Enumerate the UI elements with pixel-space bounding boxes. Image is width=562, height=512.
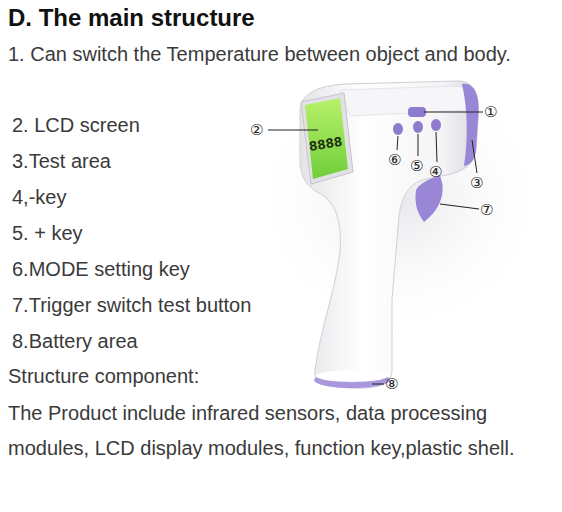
leader-line [436,132,437,162]
list-item: 6.MODE setting key [12,252,312,287]
thermometer-body [300,81,478,388]
callout-number: ⑤ [410,156,432,176]
switch-key [408,107,426,117]
list-item: 1. Can switch the Temperature between ob… [8,37,513,72]
leader-line [424,112,483,113]
callout-number: ⑥ [388,150,410,170]
lcd-digits: 8888 [308,132,350,156]
list-item: 2. LCD screen [12,108,252,143]
callout-number: ⑦ [480,200,502,220]
list-item: 8.Battery area [12,324,312,359]
list-item: 3.Test area [12,144,252,179]
lcd-bezel [301,93,353,184]
trigger [415,176,442,222]
test-area-ring [462,84,479,166]
battery-cover-top [316,370,388,382]
body-text: The Product include infrared sensors, da… [8,396,556,465]
leader-line [268,130,318,131]
minus-key [431,119,441,131]
section-label: Structure component: [8,359,308,394]
plus-key [413,121,423,133]
heading: D. The main structure [8,2,548,34]
list-item: 4,-key [12,180,252,215]
callout-number: ③ [470,173,492,193]
leader-line [372,384,384,385]
leader-line [418,134,419,156]
mode-key [393,123,403,135]
leader-line [397,136,398,150]
callout-number: ① [484,102,506,122]
leader-line [472,140,477,173]
list-item: 5. + key [12,216,252,251]
leader-line [440,204,479,209]
callout-number: ⑧ [385,374,407,394]
callout-number: ② [250,120,272,140]
callout-number: ④ [429,162,451,182]
list-item: 7.Trigger switch test button [12,288,352,323]
